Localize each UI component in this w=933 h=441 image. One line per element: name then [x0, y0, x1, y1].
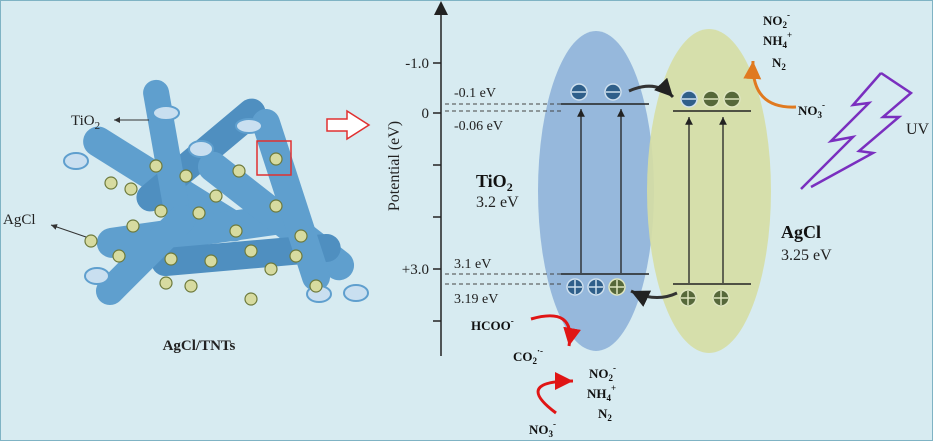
nanotube-bundle [63, 79, 369, 306]
agcl-pointer [50, 224, 87, 238]
agcl-name: AgCl [781, 222, 821, 242]
agcl-vb-level: 3.19 eV [454, 292, 498, 307]
axis-title: Potential (eV) [386, 121, 403, 211]
tio2-vb-level: 3.1 eV [454, 257, 491, 272]
tick-label: 0 [422, 106, 430, 122]
top-no3: NO3- [798, 100, 825, 120]
tio2-label: TiO2 [71, 113, 100, 132]
axis-arrowhead [434, 1, 448, 15]
excitation-arrows [577, 109, 727, 283]
zoom-arrow [326, 109, 371, 141]
agcl-label-left: AgCl [3, 212, 36, 228]
tio2-cb-level: -0.1 eV [454, 86, 496, 101]
holes [566, 278, 730, 307]
tio2-ellipse [538, 31, 654, 351]
uv-lightning-icon [800, 72, 882, 190]
hcoo-label: HCOO- [471, 316, 514, 333]
nanotube [95, 204, 197, 306]
top-n2: N2 [772, 55, 786, 72]
electron-transfer-arrow [628, 77, 675, 99]
bot-no2: NO2- [589, 363, 616, 383]
panel-caption: AgCl/TNTs [163, 338, 236, 354]
electrons [570, 83, 741, 108]
tio2-gap: 3.2 eV [476, 194, 519, 211]
potential-axis: -1.0 0 +3.0 Potential (eV) [386, 1, 448, 356]
bot-no3: NO3- [529, 419, 556, 439]
bot-n2: N2 [598, 406, 612, 423]
top-nh4: NH4+ [763, 30, 792, 50]
agcl-particles [84, 152, 323, 306]
red-oxidation-arrow [530, 314, 581, 347]
top-no2: NO2- [763, 10, 790, 30]
tio2-name: TiO2 [476, 171, 513, 194]
agcl-cb-level: -0.06 eV [454, 119, 503, 134]
uv-label: UV [906, 121, 930, 138]
uv-lightning-icon-outline [810, 71, 914, 189]
hole-transfer-arrow [630, 289, 678, 307]
tick-label: -1.0 [405, 56, 429, 72]
agcl-gap: 3.25 eV [781, 247, 832, 264]
co2-radical-label: CO2·- [513, 346, 543, 366]
bot-nh4: NH4+ [587, 383, 616, 403]
tick-label: +3.0 [402, 262, 429, 278]
orange-reduction-arrow [743, 60, 797, 109]
agcl-ellipse [647, 29, 771, 353]
highlight-box [256, 140, 292, 176]
red-reduction-arrow [536, 372, 574, 415]
